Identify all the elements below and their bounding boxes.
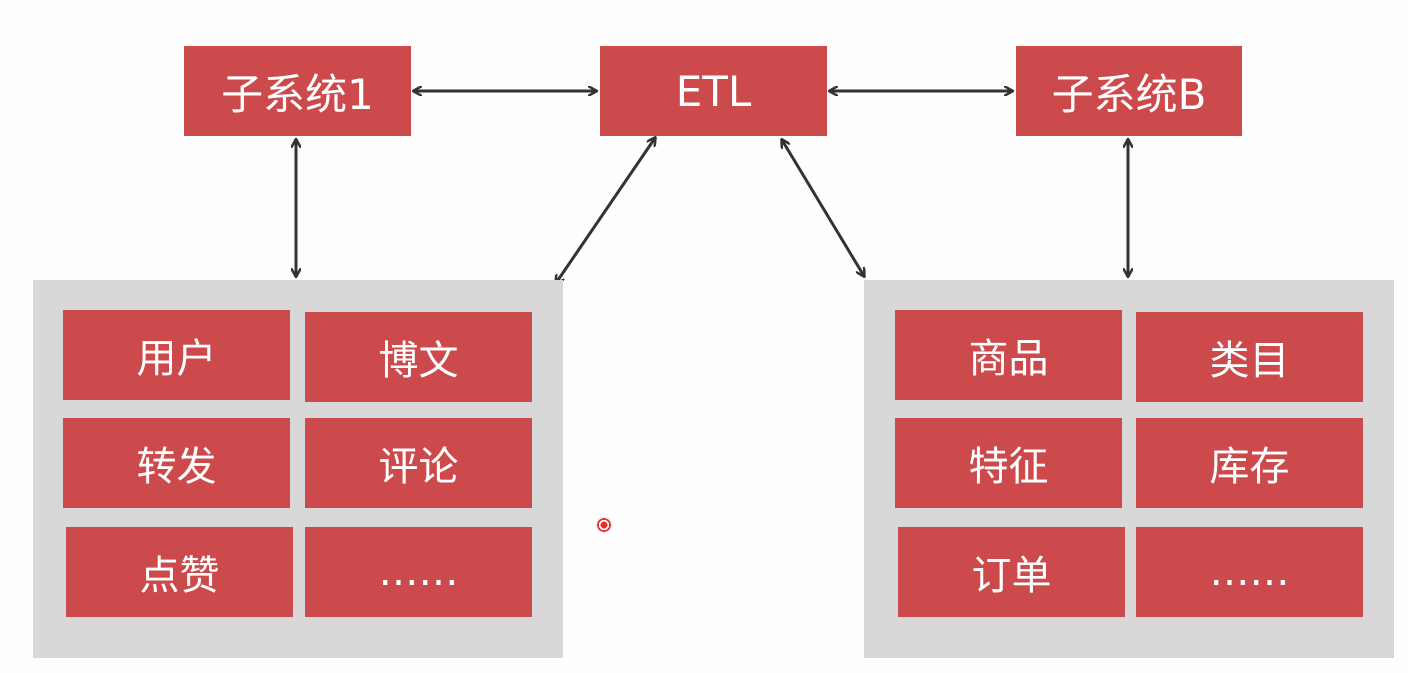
left-cell-1: 用户 (63, 310, 290, 400)
left-cell-4: 评论 (305, 418, 532, 508)
subsystem-1-label: 子系统1 (221, 69, 374, 119)
left-cell-2-label: 博文 (378, 338, 459, 384)
left-cell-6-label: …… (378, 549, 459, 595)
right-cell-4: 库存 (1136, 418, 1363, 508)
left-cell-5-label: 点赞 (139, 553, 220, 599)
right-cell-5-label: 订单 (971, 553, 1052, 599)
left-cell-6: …… (305, 527, 532, 617)
etl-label: ETL (675, 66, 752, 116)
right-cell-2: 类目 (1136, 312, 1363, 402)
right-cell-6-label: …… (1209, 549, 1290, 595)
right-cell-5: 订单 (898, 527, 1125, 617)
left-cell-1-label: 用户 (136, 336, 217, 382)
subsystem-b-label: 子系统B (1051, 69, 1207, 119)
left-cell-2: 博文 (305, 312, 532, 402)
left-cell-3: 转发 (63, 418, 290, 508)
right-cell-3-label: 特征 (968, 444, 1049, 490)
right-cell-3: 特征 (895, 418, 1122, 508)
right-cell-6: …… (1136, 527, 1363, 617)
subsystem-1-node: 子系统1 (184, 46, 411, 136)
arrow-etl-leftpanel (556, 138, 655, 283)
right-cell-1: 商品 (895, 310, 1122, 400)
left-cell-4-label: 评论 (378, 444, 459, 490)
left-cell-3-label: 转发 (136, 444, 217, 490)
right-cell-1-label: 商品 (968, 336, 1049, 382)
left-cell-5: 点赞 (66, 527, 293, 617)
etl-node: ETL (600, 46, 827, 136)
right-cell-4-label: 库存 (1209, 444, 1290, 490)
arrow-etl-rightpanel (782, 140, 864, 276)
right-cell-2-label: 类目 (1209, 338, 1290, 384)
laser-pointer-dot (596, 517, 612, 533)
subsystem-b-node: 子系统B (1016, 46, 1242, 136)
